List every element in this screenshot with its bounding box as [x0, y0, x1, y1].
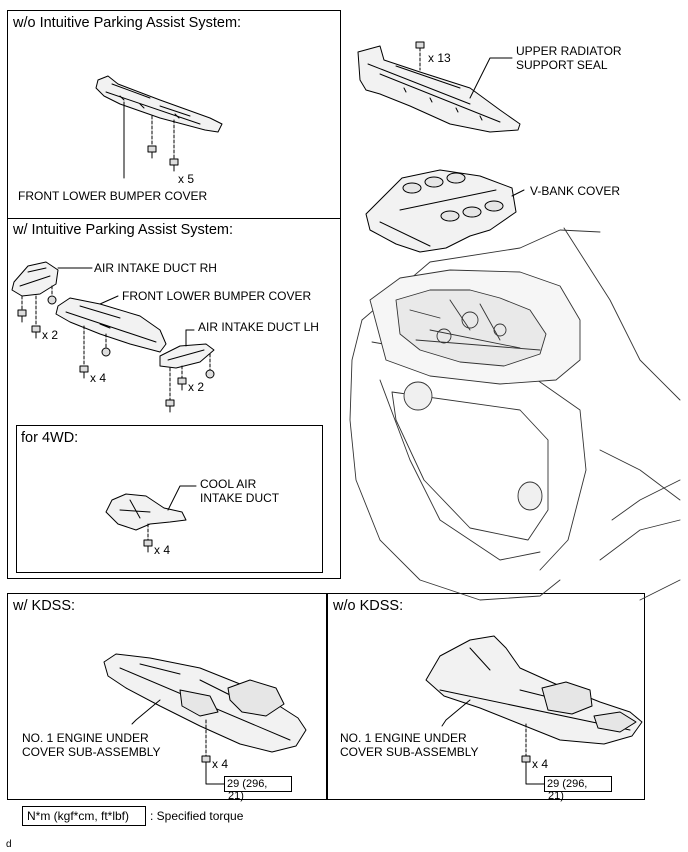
leader-radiator-seal	[469, 57, 513, 99]
label-under-cover-wo-kdss-line2: COVER SUB-ASSEMBLY	[340, 745, 479, 759]
torque-wo-kdss-line1: 29 (296,	[547, 778, 588, 790]
qty-bolts-wo-ipa: x 5	[178, 172, 195, 186]
bolt-icon	[143, 539, 153, 553]
box-for-4wd	[16, 425, 323, 573]
bolt-icon	[165, 399, 175, 413]
label-air-intake-duct-rh: AIR INTAKE DUCT RH	[94, 261, 217, 275]
vehicle-front-illustration	[349, 227, 681, 601]
leader-torque-wo-kdss	[525, 767, 545, 785]
qty-bolts-bumper-ipa: x 4	[90, 371, 107, 385]
leader-under-cover-kdss	[131, 699, 161, 725]
qty-bolts-wo-kdss: x 4	[532, 757, 549, 771]
bolt-icon	[17, 309, 27, 323]
qty-bolts-kdss: x 4	[212, 757, 229, 771]
clip-icon	[205, 369, 215, 379]
bolt-icon	[169, 158, 179, 172]
box-wo-kdss	[327, 593, 645, 800]
heading-w-ipa: w/ Intuitive Parking Assist System:	[13, 222, 233, 238]
bolt-icon	[147, 145, 157, 159]
front-lower-bumper-cover-ipa-illustration	[55, 297, 167, 353]
label-under-cover-wo-kdss-line1: NO. 1 ENGINE UNDER	[340, 731, 467, 745]
label-under-cover-kdss-line1: NO. 1 ENGINE UNDER	[22, 731, 149, 745]
label-air-intake-duct-lh: AIR INTAKE DUCT LH	[198, 320, 319, 334]
engine-under-cover-wo-kdss-illustration	[425, 635, 643, 745]
qty-bolts-duct-lh: x 2	[188, 380, 205, 394]
label-cool-air-intake-duct-line1: COOL AIR	[200, 477, 257, 491]
engine-under-cover-kdss-illustration	[103, 653, 307, 753]
clip-icon	[415, 41, 425, 49]
clip-icon	[47, 295, 57, 305]
legend-torque-unit-box: N*m (kgf*cm, ft*lbf)	[22, 806, 146, 826]
qty-clips-seal: x 13	[428, 51, 451, 65]
box-w-ipa	[7, 218, 341, 579]
leader-cool-air-duct	[167, 485, 197, 511]
legend-torque-unit: N*m (kgf*cm, ft*lbf)	[27, 809, 130, 823]
heading-for-4wd: for 4WD:	[21, 430, 79, 446]
label-front-lower-bumper-cover-ipa: FRONT LOWER BUMPER COVER	[122, 289, 312, 303]
label-front-lower-bumper-cover: FRONT LOWER BUMPER COVER	[18, 189, 208, 203]
footer-code: d	[6, 839, 12, 850]
torque-kdss-line1: 29 (296,	[227, 778, 268, 790]
qty-bolts-duct-rh: x 2	[42, 328, 59, 342]
label-upper-radiator-seal-line1: UPPER RADIATOR	[516, 44, 622, 58]
clip-icon	[101, 347, 111, 357]
leader-bumper-ipa	[99, 295, 119, 305]
bolt-icon	[79, 365, 89, 379]
upper-radiator-support-seal-illustration	[357, 45, 521, 133]
v-bank-cover-illustration	[365, 169, 517, 253]
bolt-icon	[31, 325, 41, 339]
heading-wo-kdss: w/o KDSS:	[333, 598, 404, 614]
label-upper-radiator-seal-line2: SUPPORT SEAL	[516, 58, 608, 72]
torque-kdss-line2: 21)	[228, 790, 244, 802]
air-intake-duct-lh-illustration	[159, 343, 215, 369]
label-under-cover-kdss-line2: COVER SUB-ASSEMBLY	[22, 745, 161, 759]
bolt-icon	[177, 377, 187, 391]
bolt-icon	[521, 755, 531, 769]
label-v-bank-cover: V-BANK COVER	[530, 184, 621, 198]
front-lower-bumper-cover-illustration	[95, 75, 223, 133]
heading-wo-ipa: w/o Intuitive Parking Assist System:	[13, 15, 242, 31]
leader-torque-kdss	[205, 767, 225, 785]
box-w-kdss	[7, 593, 327, 800]
leader-vbank	[511, 189, 525, 197]
torque-value-kdss: 29 (296,	[224, 776, 292, 792]
legend-specified-torque: : Specified torque	[150, 809, 244, 823]
leader-under-cover-wo-kdss	[441, 699, 471, 727]
bolt-icon	[201, 755, 211, 769]
torque-value-wo-kdss: 29 (296,	[544, 776, 612, 792]
cool-air-intake-duct-illustration	[105, 493, 187, 531]
qty-bolts-4wd: x 4	[154, 543, 171, 557]
label-cool-air-intake-duct-line2: INTAKE DUCT	[200, 491, 280, 505]
heading-w-kdss: w/ KDSS:	[13, 598, 76, 614]
air-intake-duct-rh-illustration	[11, 261, 59, 297]
torque-wo-kdss-line2: 21)	[548, 790, 564, 802]
